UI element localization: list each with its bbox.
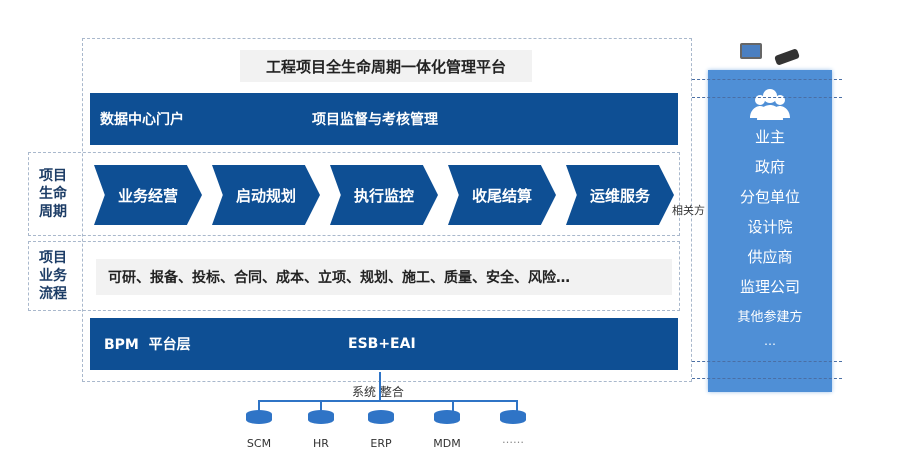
stage-closing: 收尾结算 (448, 165, 556, 225)
business-processes: 可研、报备、投标、合同、成本、立项、规划、施工、质量、安全、风险… (96, 259, 672, 295)
data-center-portal: 数据中心门户 (100, 112, 184, 128)
stage-monitoring: 执行监控 (330, 165, 438, 225)
database-icon (500, 410, 526, 424)
database-icon (368, 410, 394, 424)
related-label: 相关方 (672, 204, 705, 217)
database-icon (434, 410, 460, 424)
integration-label: 系统 整合 (352, 385, 404, 399)
database-icon (246, 410, 272, 424)
database-icon (308, 410, 334, 424)
people-icon (750, 89, 790, 120)
platform-title: 工程项目全生命周期一体化管理平台 (240, 50, 532, 82)
branch-line (258, 400, 260, 412)
integration-bus (258, 400, 516, 402)
system-hr: HR (313, 437, 329, 450)
branch-line (516, 400, 518, 412)
platform-frame (82, 38, 692, 382)
integration-trunk (379, 372, 381, 402)
esb-eai: ESB+EAI (348, 336, 416, 352)
branch-line (320, 400, 322, 412)
lifecycle-frame (28, 152, 680, 236)
stakeholder-supervisor: 监理公司 (739, 278, 800, 296)
stakeholder-owner: 业主 (754, 128, 785, 146)
stakeholder-government: 政府 (754, 158, 785, 176)
stage-business: 业务经营 (94, 165, 202, 225)
connector-line (692, 378, 842, 379)
stakeholder-panel: 业主 政府 分包单位 设计院 供应商 监理公司 其他参建方 … (708, 70, 832, 392)
connector-line (692, 361, 842, 362)
branch-line (452, 400, 454, 412)
bpm-layer: BPM 平台层 (104, 337, 191, 353)
stage-planning: 启动规划 (212, 165, 320, 225)
system-erp: ERP (370, 437, 392, 450)
stakeholder-supplier: 供应商 (747, 248, 793, 266)
supervision-management: 项目监督与考核管理 (312, 112, 438, 128)
lifecycle-label: 项目 生命 周期 (39, 168, 67, 220)
connector-line (692, 79, 842, 80)
stakeholder-others: 其他参建方 (737, 310, 803, 325)
platform-layer-bar: BPM 平台层 ESB+EAI (90, 318, 678, 370)
business-label: 项目 业务 流程 (39, 250, 67, 302)
portal-bar: 数据中心门户 项目监督与考核管理 (90, 93, 678, 145)
connector-line (692, 97, 842, 98)
phone-icon (774, 48, 800, 66)
stage-operations: 运维服务 (566, 165, 674, 225)
stakeholder-design-institute: 设计院 (747, 218, 793, 236)
business-frame (28, 241, 680, 311)
system-scm: SCM (246, 437, 272, 450)
system-more: …… (502, 433, 524, 446)
monitor-icon (740, 43, 762, 59)
stakeholder-subcontractor: 分包单位 (739, 188, 800, 206)
system-mdm: MDM (433, 437, 461, 450)
stakeholder-more: … (764, 334, 776, 348)
